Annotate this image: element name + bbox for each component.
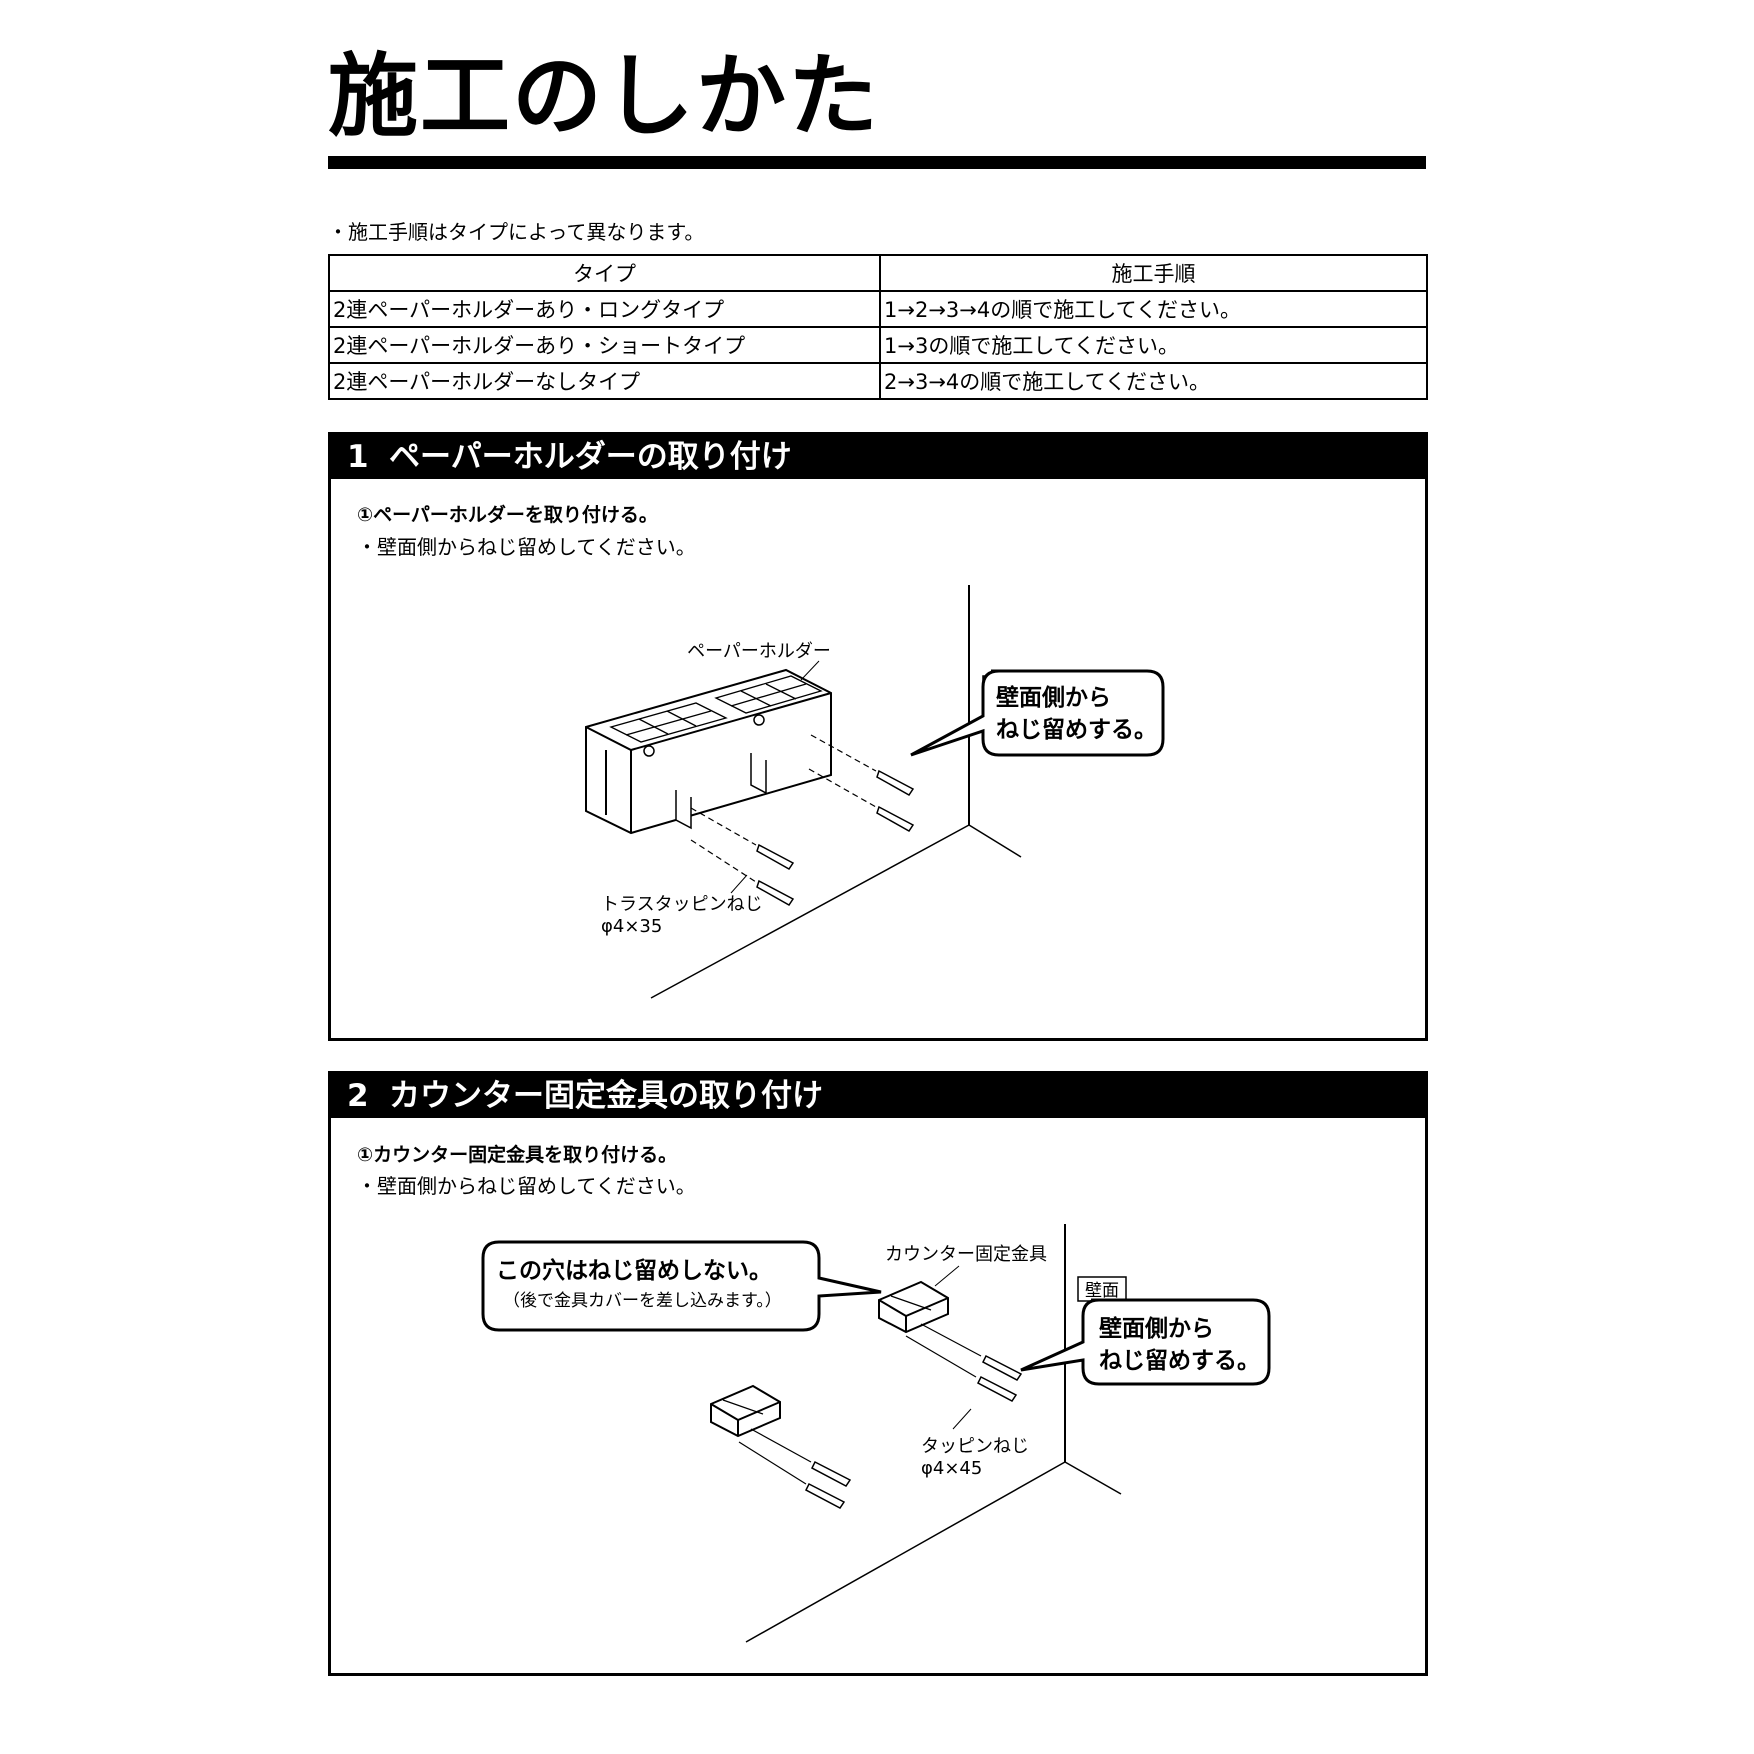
screw-size-label: φ4×35 — [601, 916, 662, 937]
table-cell-type: 2連ペーパーホルダーあり・ロングタイプ — [328, 290, 881, 328]
paper-holder-diagram: ペーパーホルダー 壁面 トラスタッピンねじ φ4×35 壁面側から ねじ留めする… — [585, 585, 1165, 999]
section-title: カウンター固定金具の取り付け — [389, 1078, 823, 1114]
screw-size-label: φ4×45 — [921, 1458, 982, 1479]
procedure-table: タイプ 施工手順 2連ペーパーホルダーあり・ロングタイプ 1→2→3→4の順で施… — [328, 254, 1428, 400]
screw-spec-label: タッピンねじ — [921, 1436, 1029, 1457]
table-header-type: タイプ — [328, 254, 881, 292]
wall-label: 壁面 — [1085, 1281, 1119, 1301]
table-cell-procedure: 1→3の順で施工してください。 — [879, 326, 1428, 364]
table-header-row: タイプ 施工手順 — [328, 254, 1428, 292]
callout-line2: ねじ留めする。 — [1099, 1348, 1260, 1374]
table-cell-type: 2連ペーパーホルダーなしタイプ — [328, 362, 881, 400]
table-cell-procedure: 1→2→3→4の順で施工してください。 — [879, 290, 1428, 328]
wall-side-callout: 壁面側から ねじ留めする。 — [910, 669, 1165, 757]
screw-icon — [805, 1354, 1023, 1509]
hole-callout: この穴はねじ留めしない。 （後で金具カバーを差し込みます。） — [481, 1240, 882, 1332]
callout-line1: 壁面側から — [996, 684, 1111, 711]
bracket-label: カウンター固定金具 — [885, 1244, 1047, 1265]
step-note: ・壁面側からねじ留めしてください。 — [357, 1174, 696, 1198]
table-header-procedure: 施工手順 — [879, 254, 1428, 292]
step-note: ・壁面側からねじ留めしてください。 — [357, 535, 696, 559]
table-cell-procedure: 2→3→4の順で施工してください。 — [879, 362, 1428, 400]
step-title: ①カウンター固定金具を取り付ける。 — [357, 1144, 678, 1166]
section-number: 2 — [347, 1078, 369, 1114]
hole-callout-line2: （後で金具カバーを差し込みます。） — [503, 1291, 782, 1311]
section-counter-bracket: 2 カウンター固定金具の取り付け ①カウンター固定金具を取り付ける。 ・壁面側から… — [328, 1071, 1428, 1676]
section-header: 1 ペーパーホルダーの取り付け — [331, 435, 1425, 479]
procedure-note: ・施工手順はタイプによって異なります。 — [328, 220, 705, 244]
table-row: 2連ペーパーホルダーなしタイプ 2→3→4の順で施工してください。 — [328, 362, 1428, 400]
section-number: 1 — [347, 439, 369, 475]
callout-line1: 壁面側から — [1099, 1315, 1214, 1342]
table-row: 2連ペーパーホルダーあり・ショートタイプ 1→3の順で施工してください。 — [328, 326, 1428, 364]
callout-line2: ねじ留めする。 — [996, 717, 1157, 743]
table-row: 2連ペーパーホルダーあり・ロングタイプ 1→2→3→4の順で施工してください。 — [328, 290, 1428, 328]
screw-spec-label: トラスタッピンねじ — [601, 894, 763, 915]
paper-holder-illustration — [585, 668, 832, 835]
table-cell-type: 2連ペーパーホルダーあり・ショートタイプ — [328, 326, 881, 364]
section-paper-holder: 1 ペーパーホルダーの取り付け ①ペーパーホルダーを取り付ける。 ・壁面側からねじ… — [328, 432, 1428, 1041]
hole-callout-line1: この穴はねじ留めしない。 — [496, 1257, 772, 1284]
page-title: 施工のしかた — [328, 44, 880, 149]
counter-bracket-diagram: カウンター固定金具 壁面 タッピンねじ φ4×45 この穴はねじ留めしない。 （… — [481, 1224, 1271, 1643]
holder-label: ペーパーホルダー — [687, 641, 831, 662]
step-title: ①ペーパーホルダーを取り付ける。 — [357, 504, 658, 526]
screw-icon — [756, 769, 915, 906]
counter-bracket-illustration — [710, 1280, 949, 1438]
title-rule — [328, 156, 1426, 169]
section-header: 2 カウンター固定金具の取り付け — [331, 1074, 1425, 1118]
wall-side-callout: 壁面側から ねじ留めする。 — [1020, 1298, 1271, 1386]
section-title: ペーパーホルダーの取り付け — [389, 439, 792, 475]
